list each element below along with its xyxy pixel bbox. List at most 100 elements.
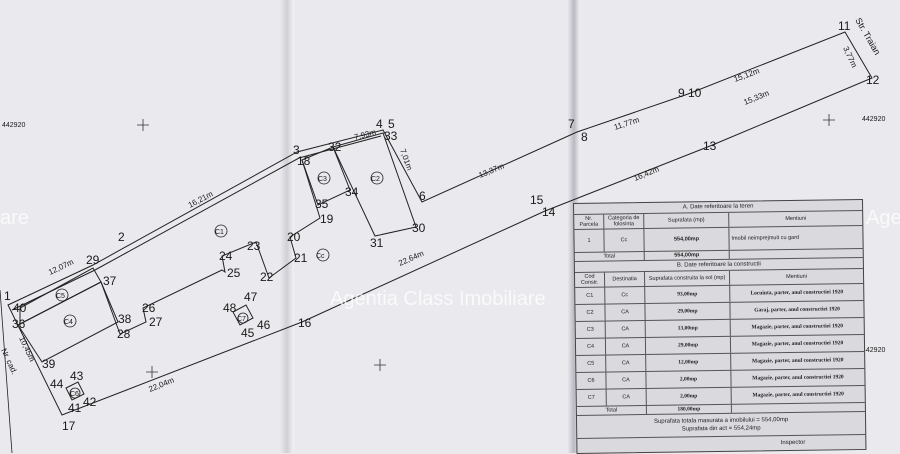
point-label-15: 15 bbox=[530, 193, 544, 207]
building-label-c5: C5 bbox=[56, 293, 65, 300]
point-label-36: 36 bbox=[12, 317, 26, 331]
point-label-47: 47 bbox=[244, 290, 258, 304]
cell-area: 29,00mp bbox=[645, 302, 731, 320]
point-label-48: 48 bbox=[223, 301, 237, 315]
total-value: 554,00mp bbox=[644, 250, 730, 261]
point-label-46: 46 bbox=[257, 318, 271, 332]
point-label-19: 19 bbox=[320, 212, 334, 226]
point-label-4: 4 bbox=[376, 117, 383, 131]
point-label-7: 7 bbox=[568, 117, 575, 131]
point-label-20: 20 bbox=[287, 230, 301, 244]
point-label-31: 31 bbox=[370, 236, 384, 250]
point-label-22: 22 bbox=[260, 270, 274, 284]
watermark: Agen bbox=[866, 207, 900, 229]
distance-label: 12,07m bbox=[47, 257, 75, 277]
distance-label: 11,77m bbox=[613, 115, 641, 132]
point-label-34: 34 bbox=[345, 185, 359, 199]
cell-note: Magazie, parter, anul constructiei 1920 bbox=[752, 374, 844, 382]
point-label-12: 12 bbox=[866, 73, 880, 87]
point-label-26: 26 bbox=[142, 301, 156, 315]
distance-label: 13,37m bbox=[477, 161, 505, 179]
cell: Cc bbox=[604, 229, 645, 252]
point-label-42: 42 bbox=[83, 395, 97, 409]
building-label-c1: C1 bbox=[215, 229, 224, 236]
point-label-40: 40 bbox=[13, 301, 27, 315]
total-label: Total bbox=[576, 405, 647, 415]
property-table: A. Date referitoare la teren Nr. Parcela… bbox=[573, 198, 867, 454]
grid-label: 442920 bbox=[862, 347, 885, 354]
point-label-32: 32 bbox=[328, 140, 342, 154]
building-label-c4: C4 bbox=[64, 319, 73, 326]
building-circles bbox=[55, 171, 384, 399]
cell-code: C6 bbox=[576, 372, 607, 389]
point-label-38: 38 bbox=[118, 312, 132, 326]
building-c3 bbox=[301, 146, 351, 206]
point-label-30: 30 bbox=[412, 221, 426, 235]
side-boundary bbox=[0, 289, 13, 453]
point-label-41: 41 bbox=[68, 401, 82, 415]
distance-label: 15,12m bbox=[733, 66, 761, 84]
cell: 554,00mp bbox=[644, 227, 730, 252]
distance-label: 22,64m bbox=[397, 249, 425, 268]
total-value: 180,00mp bbox=[646, 404, 732, 414]
point-label-14: 14 bbox=[542, 205, 556, 219]
inspector-label: Inspector bbox=[577, 433, 866, 453]
cell-area: 2,00mp bbox=[646, 370, 732, 388]
building-c2 bbox=[332, 132, 417, 237]
distance-label: 15,33m bbox=[742, 88, 770, 106]
building-label-c6: C6 bbox=[70, 391, 79, 398]
parcel-boundary bbox=[7, 31, 873, 416]
cell-dest: CA bbox=[606, 371, 647, 389]
watermark: are bbox=[0, 207, 29, 229]
col-header: Mentiuni bbox=[785, 215, 807, 223]
point-label-45: 45 bbox=[241, 326, 255, 340]
cell-area: 13,00mp bbox=[645, 319, 731, 337]
cell-area: 29,00mp bbox=[645, 336, 732, 354]
building-label-c3: C3 bbox=[318, 176, 327, 183]
cad-label: Nr. cad. bbox=[0, 347, 19, 376]
cell-dest: Cc bbox=[605, 287, 646, 304]
street-label: Str. Traian bbox=[853, 16, 882, 57]
point-label-16: 16 bbox=[298, 316, 312, 330]
point-label-43: 43 bbox=[70, 369, 84, 383]
cell-note: Magazie, parter, anul constructiei 1920 bbox=[751, 323, 844, 331]
point-label-9: 9 bbox=[678, 86, 685, 100]
distance-label: 16,42m bbox=[632, 164, 660, 182]
cell-area: 12,00mp bbox=[646, 353, 732, 371]
col-header: Suprafata construita la sol (mp) bbox=[644, 270, 731, 287]
point-label-33: 33 bbox=[384, 129, 398, 143]
building-c7 bbox=[232, 304, 254, 326]
cell-area: 2,00mp bbox=[646, 387, 732, 405]
point-label-2: 2 bbox=[118, 230, 125, 244]
point-label-10: 10 bbox=[688, 86, 702, 100]
cell-dest: CA bbox=[606, 388, 647, 406]
cell-dest: CA bbox=[606, 354, 647, 372]
building-c4 bbox=[17, 281, 119, 363]
col-header: Categoria de folosinta bbox=[604, 214, 645, 229]
point-label-3: 3 bbox=[293, 143, 300, 157]
point-label-44: 44 bbox=[50, 377, 64, 391]
cell-note: Locuinta, parter, anul constructiei 1920 bbox=[750, 289, 844, 297]
col-header: Cod Constr. bbox=[574, 272, 606, 287]
point-label-8: 8 bbox=[581, 130, 588, 144]
cell-dest: CA bbox=[605, 337, 647, 355]
point-label-39: 39 bbox=[42, 357, 56, 371]
cell: Imobil neimprejmuit cu gard bbox=[731, 234, 800, 242]
grid-label: 442920 bbox=[2, 122, 25, 129]
cell-area: 93,00mp bbox=[645, 285, 731, 303]
distance-label: 3,77m bbox=[841, 45, 859, 69]
col-header: Destinatia bbox=[604, 272, 646, 287]
point-label-28: 28 bbox=[117, 327, 131, 341]
building-c1-outline bbox=[100, 159, 321, 335]
point-label-25: 25 bbox=[227, 266, 241, 280]
grid-crosses bbox=[137, 114, 835, 378]
grid-label: 442920 bbox=[862, 116, 885, 123]
cell-dest: CA bbox=[605, 320, 646, 338]
cell-code: C2 bbox=[575, 304, 606, 321]
point-label-24: 24 bbox=[219, 249, 233, 263]
point-label-29: 29 bbox=[86, 253, 100, 267]
building-label-c7: C7 bbox=[237, 316, 246, 323]
building-c6 bbox=[65, 381, 85, 401]
total-label: Total bbox=[574, 252, 645, 261]
